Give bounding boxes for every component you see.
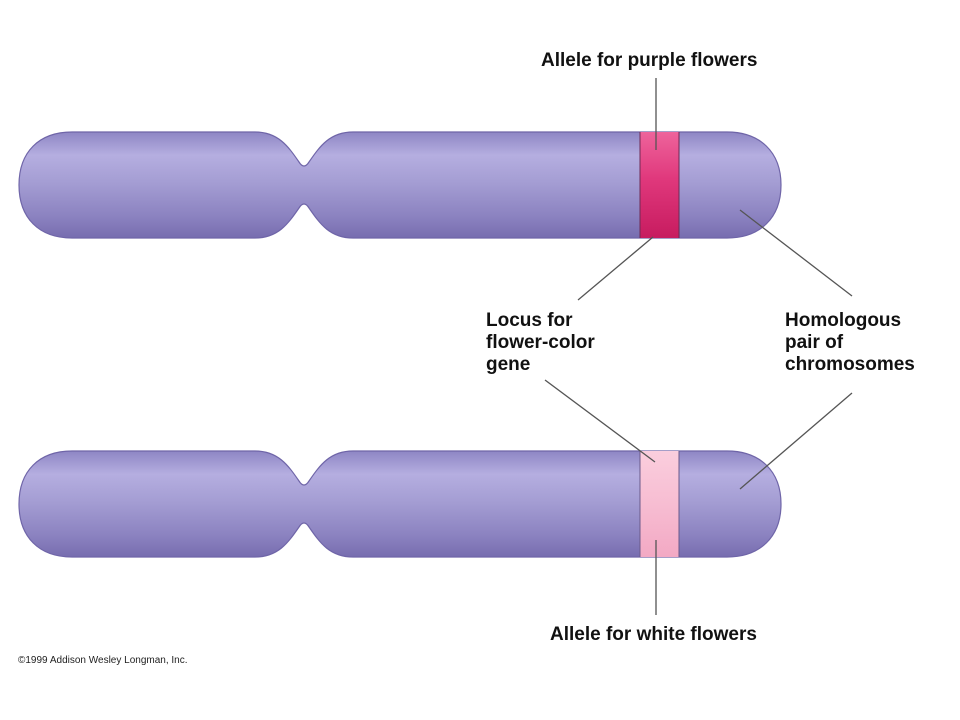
leader-lines [544,78,853,615]
copyright-notice: ©1999 Addison Wesley Longman, Inc. [18,655,188,666]
chromosome-bottom [18,450,782,558]
leader-homologous-bottom [739,392,853,490]
leader-locus-top [577,236,654,301]
chromosome-top [18,131,782,239]
leader-homologous-top [739,209,853,297]
homologous-pair-label: Homologous pair of chromosomes [785,310,915,375]
allele-purple-label: Allele for purple flowers [541,50,758,71]
locus-label: Locus for flower-color gene [486,310,595,375]
leader-locus-bottom [544,379,656,463]
chromosome-top-body [18,131,782,239]
allele-white-label: Allele for white flowers [550,624,757,645]
chromosome-bottom-body [18,450,782,558]
purple-allele-band [640,132,679,238]
white-allele-band [640,451,679,557]
